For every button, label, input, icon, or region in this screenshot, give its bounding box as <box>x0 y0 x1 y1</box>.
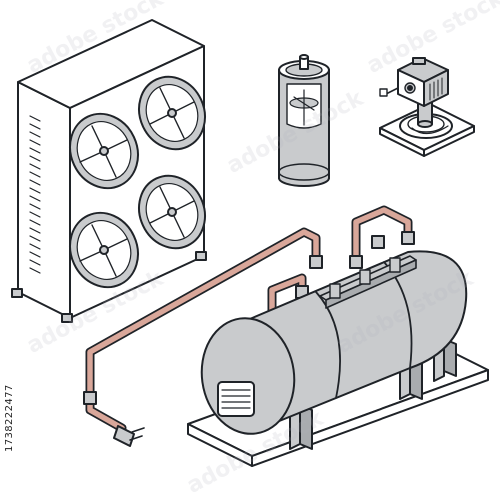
tank-grille <box>217 381 255 417</box>
pipe-fitting <box>309 255 323 269</box>
pipe-fitting <box>83 391 97 405</box>
ac-unit-side <box>17 81 71 319</box>
outdoor-ac-unit <box>11 19 207 323</box>
plug-icon <box>113 425 145 447</box>
pipe-fitting <box>349 255 363 269</box>
horizontal-tank <box>187 250 489 467</box>
image-id-label: 1738222477 <box>4 384 15 452</box>
fan <box>69 112 139 190</box>
fan <box>138 75 206 151</box>
fan <box>69 211 139 289</box>
pipe-fitting <box>401 231 415 245</box>
fan <box>138 174 206 250</box>
pump-motor <box>379 57 475 157</box>
ac-foot <box>11 288 23 298</box>
filter-drier <box>278 54 330 187</box>
pipe-fitting <box>371 235 385 249</box>
ac-foot <box>61 313 73 323</box>
ac-foot <box>195 251 207 261</box>
ac-side-vents <box>29 115 41 274</box>
